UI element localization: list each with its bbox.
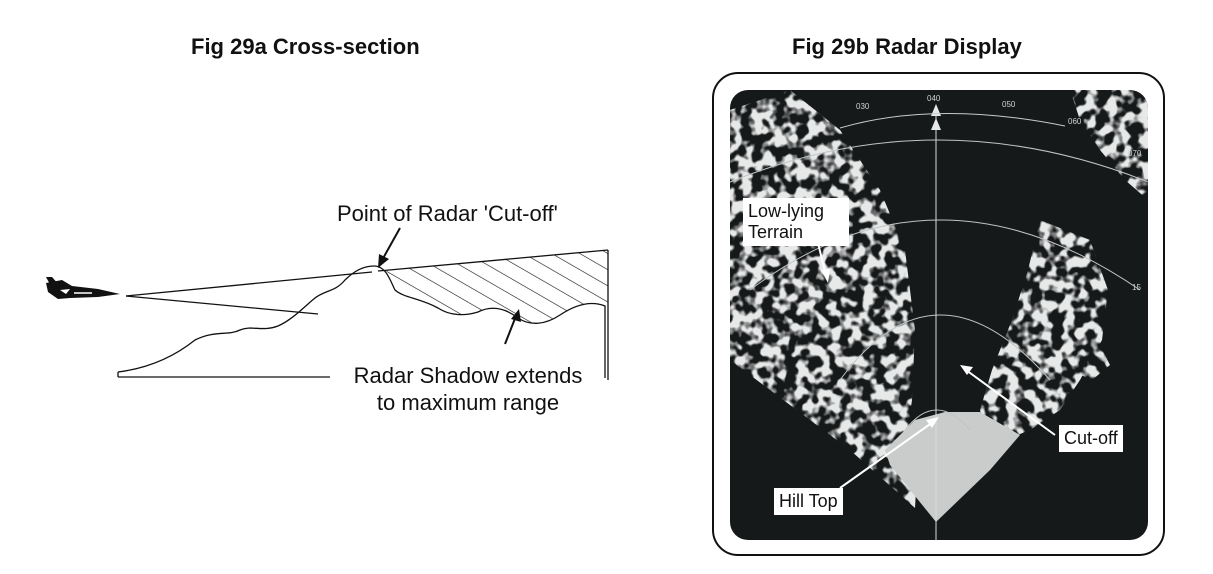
terrain-callout-arrow: [817, 242, 830, 283]
radar-screen: 030 040 050 060 070 15: [730, 90, 1148, 540]
fig-29b-title: Fig 29b Radar Display: [792, 34, 1022, 59]
radar-shadow-label: Radar Shadow extends to maximum range: [318, 362, 618, 416]
beam-upper-line: [125, 271, 373, 297]
shadow-arrow: [504, 309, 521, 345]
bearing-label-050: 050: [1002, 100, 1016, 109]
bearing-label-070: 070: [1128, 149, 1142, 158]
radar-shadow-area: [386, 250, 608, 324]
bearing-label-060: 060: [1068, 117, 1082, 126]
low-lying-terrain-callout: Low-lying Terrain: [743, 198, 849, 246]
hilltop-callout-arrow: [839, 417, 939, 489]
aircraft-icon: [46, 277, 120, 299]
range-rings: [730, 139, 1148, 431]
heading-marker-icon: [931, 118, 941, 130]
cutoff-callout: Cut-off: [1059, 425, 1123, 452]
radar-shadow-label-line1: Radar Shadow extends: [353, 363, 583, 388]
bearing-scale: [839, 113, 1066, 129]
cutoff-callout-arrow: [960, 365, 1056, 436]
hill-top-return: [885, 412, 1020, 522]
bearing-label-040: 040: [927, 94, 941, 103]
beam-lower-line: [125, 295, 319, 315]
cutoff-point-label: Point of Radar 'Cut-off': [337, 201, 558, 226]
cutoff-arrow: [378, 227, 401, 268]
cross-section-diagram: [46, 227, 609, 380]
hill-top-callout: Hill Top: [774, 488, 843, 515]
range-mark-label: 15: [1132, 283, 1141, 292]
bearing-label-030: 030: [856, 102, 870, 111]
fig-29a-title: Fig 29a Cross-section: [191, 34, 420, 59]
radar-shadow-label-line2: to maximum range: [376, 390, 560, 415]
